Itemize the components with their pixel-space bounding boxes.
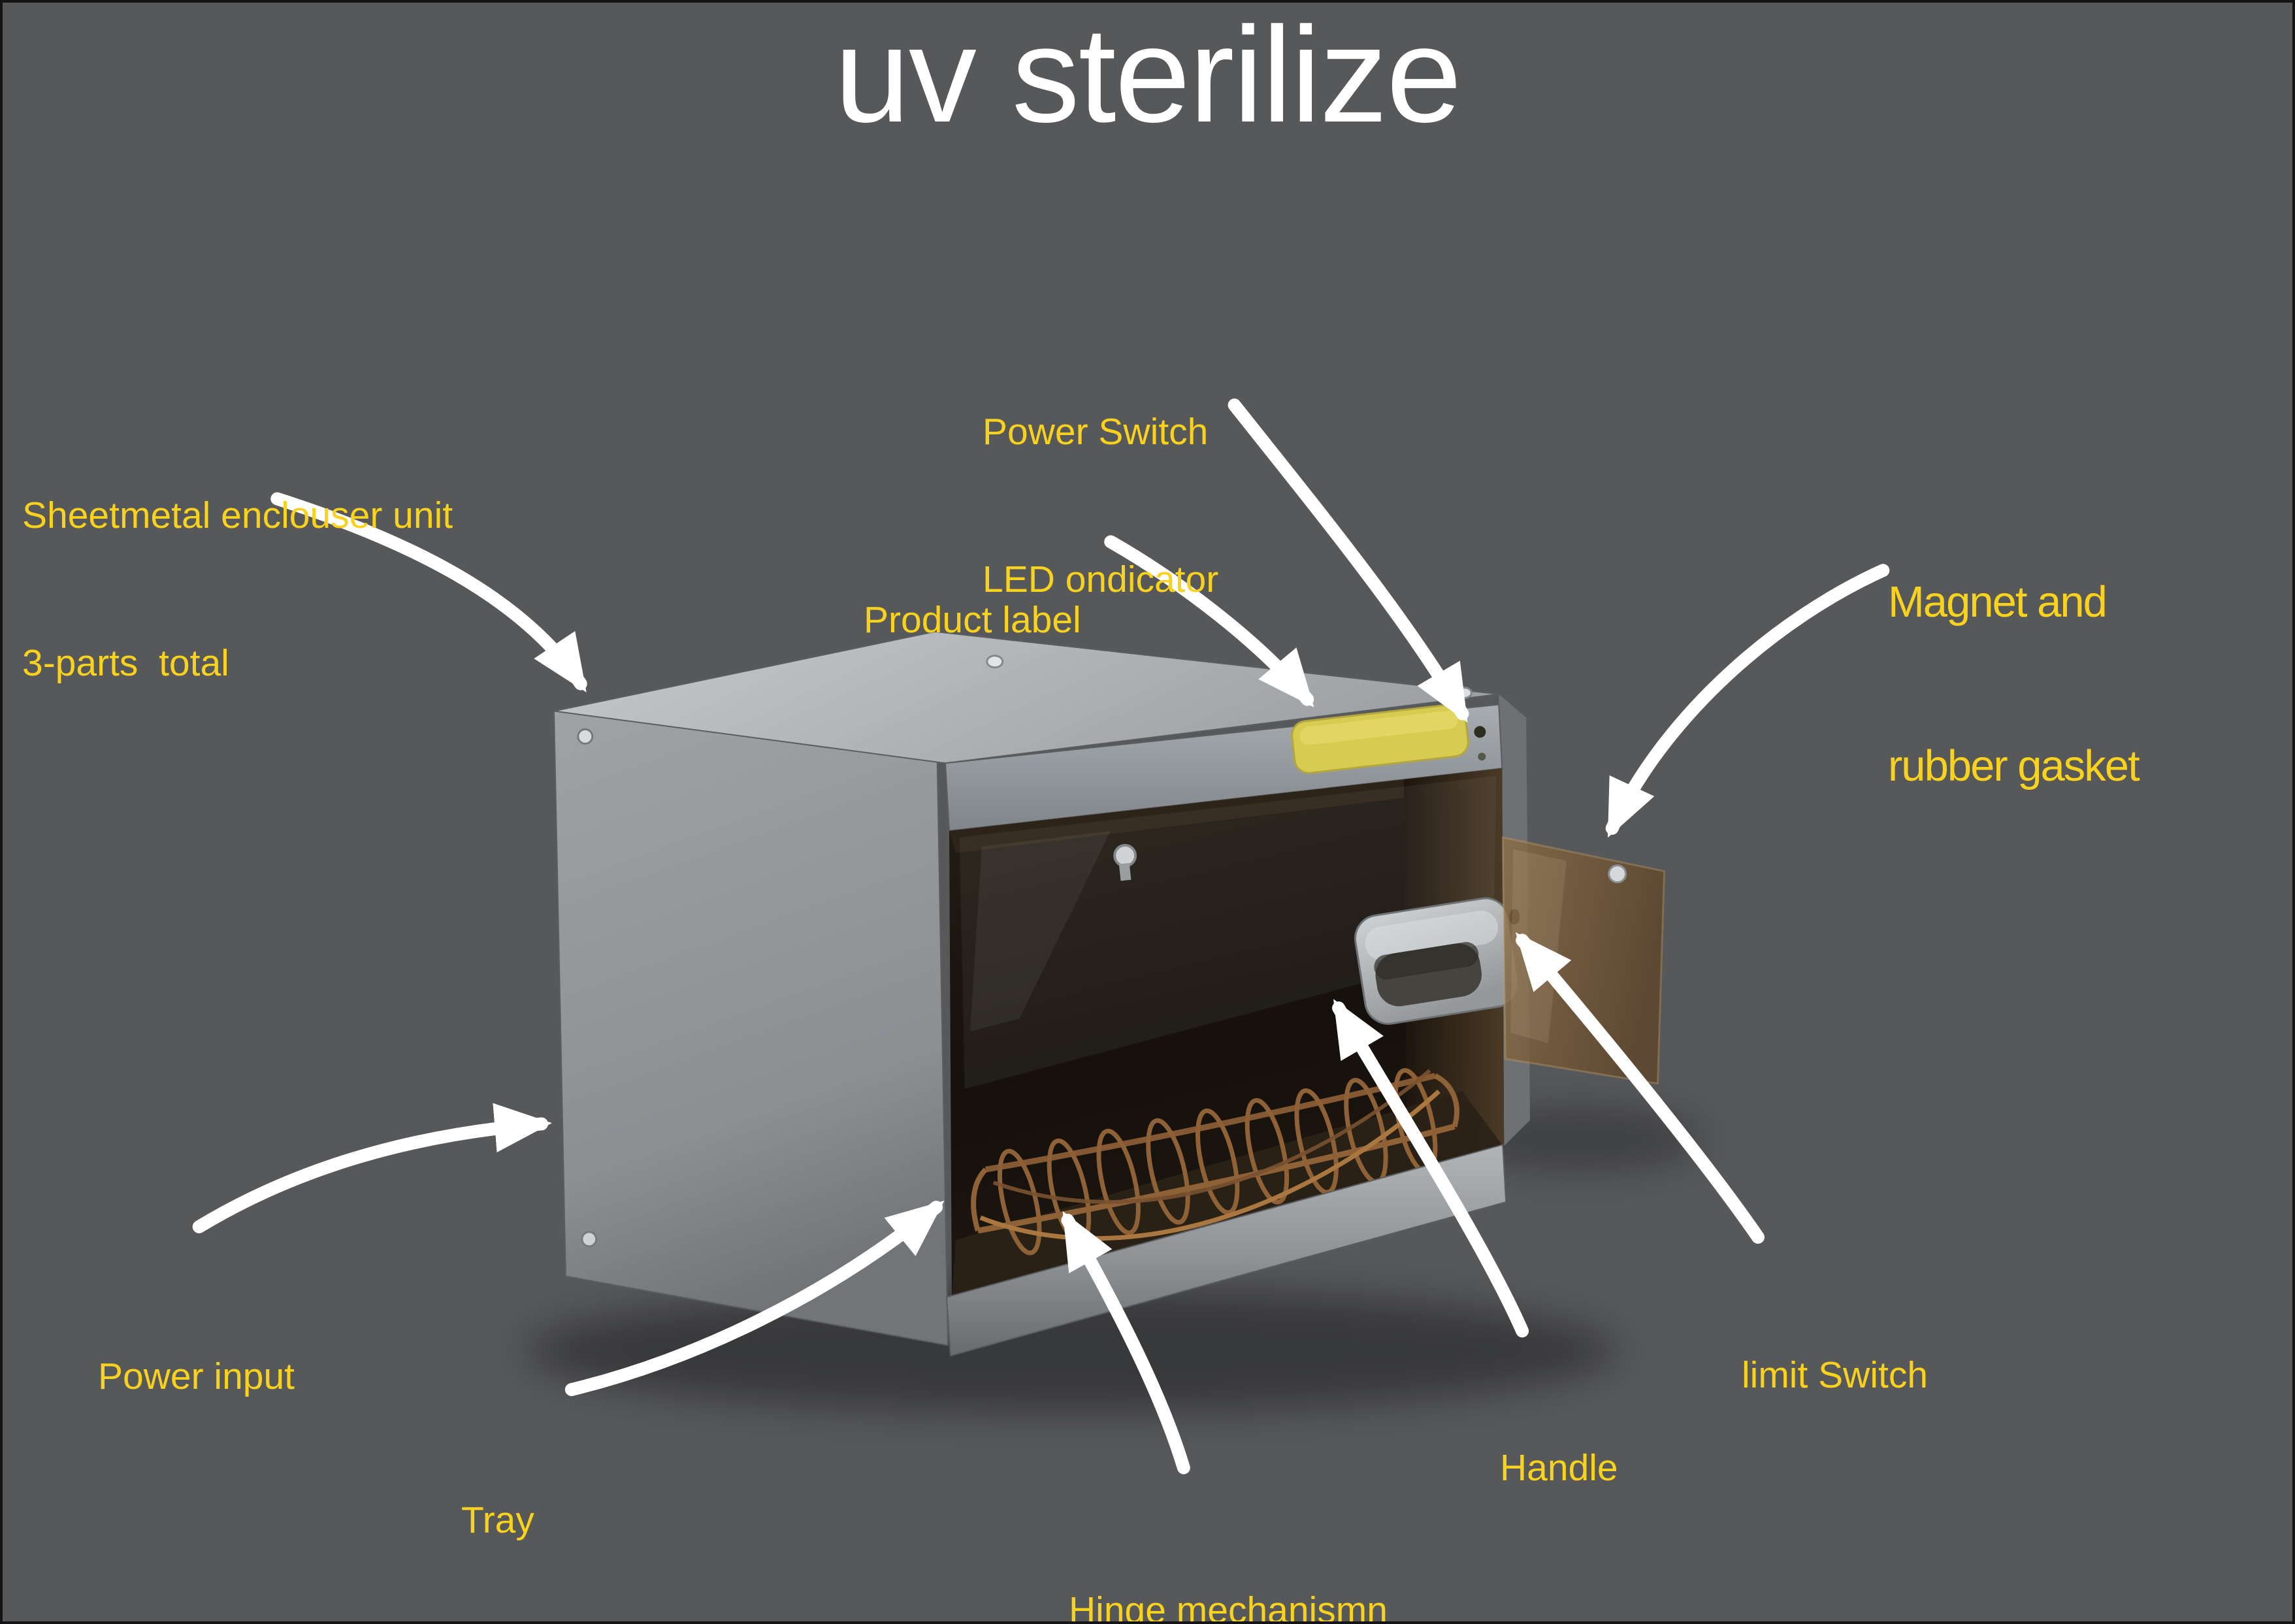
ground-shadow: [525, 1288, 1619, 1413]
label-line: Handle: [1500, 1447, 1618, 1489]
arrow-product-label: [1104, 535, 1314, 707]
screw: [986, 655, 1004, 669]
handle: [1354, 897, 1520, 1025]
label-line: Power input: [98, 1356, 295, 1398]
uv-sterilizer-illustration: [192, 398, 1890, 1474]
label-line: Tray: [461, 1499, 534, 1542]
front-bottom-bar: [945, 1144, 1507, 1357]
arrow-power-input: [192, 1103, 552, 1233]
page-title: uv sterilize: [834, 0, 1462, 151]
label-limit-switch: limit Switch: [1742, 1253, 1928, 1499]
label-line: rubber gasket: [1888, 741, 2140, 790]
arrow-hinge: [1061, 1211, 1190, 1474]
power-switch-led-indicator: [1478, 753, 1486, 761]
label-tray: Tray: [461, 1398, 534, 1621]
label-line: limit Switch: [1742, 1354, 1929, 1397]
chamber-ceiling: [949, 768, 1503, 853]
power-switch-led-indicator: [1474, 726, 1486, 738]
label-handle: Handle: [1500, 1346, 1618, 1591]
arrow-limit-switch: [1515, 932, 1765, 1244]
label-power-input: Power input: [98, 1254, 295, 1500]
label-line: LED ondicator: [983, 559, 1219, 601]
label-line: Power Switch: [983, 411, 1209, 453]
label-hinge-mechanism: Hinge mechanismn: [1069, 1488, 1388, 1624]
glass-door-pane: [959, 776, 1497, 1089]
screw: [581, 1231, 598, 1248]
arrow-power-switch: [1228, 398, 1469, 723]
glass-door-hinge-pin: [1113, 843, 1137, 868]
arrow-sheetmetal-enclosure: [270, 492, 587, 692]
arrow-tray: [564, 1200, 945, 1397]
label-magnet-gasket: Magnet and rubber gasket: [1888, 465, 2140, 903]
label-line: Sheetmetal enclouser unit: [22, 495, 453, 537]
label-line: Magnet and: [1888, 577, 2108, 626]
label-line: 3-parts total: [22, 642, 229, 685]
magnet-gasket-door-panel: [1501, 836, 1665, 1085]
label-product-label: Product label: [864, 498, 1081, 743]
arrow-handle: [1332, 999, 1529, 1338]
label-line: Hinge mechanismn: [1069, 1589, 1388, 1624]
door-hinge-pin: [1608, 864, 1627, 884]
label-sheetmetal-enclosure: Sheetmetal enclouser unit 3-parts total: [22, 393, 453, 787]
label-power-switch-led: Power Switch LED ondicator: [983, 310, 1218, 703]
arrow-magnet-gasket: [1605, 564, 1890, 838]
annotation-arrows: [192, 398, 1890, 1474]
glass-door-hinge-stem: [1118, 862, 1131, 881]
label-line: Product label: [864, 599, 1081, 641]
screw: [577, 728, 594, 745]
glass-reflection: [969, 830, 1111, 1031]
